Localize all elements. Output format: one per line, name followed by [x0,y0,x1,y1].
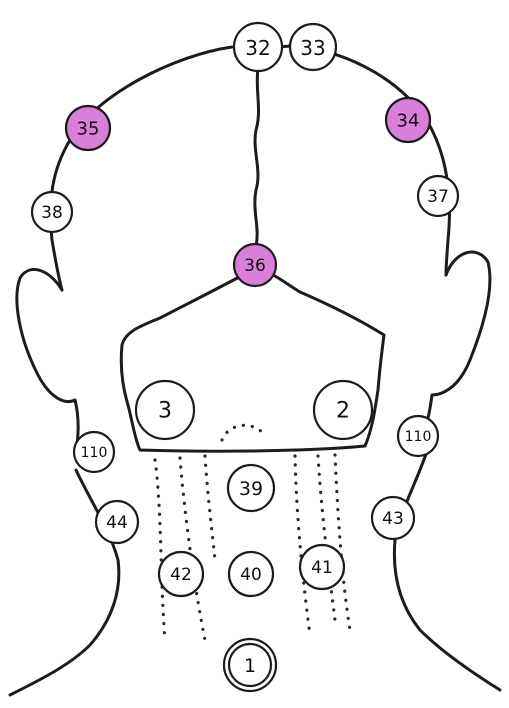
right-ear [425,252,490,430]
point-label: 1 [244,655,256,677]
dotted-line-5 [318,456,335,620]
point-label: 38 [41,203,63,223]
point-marker-33: 33 [290,24,336,70]
point-marker-1: 1 [224,639,276,691]
point-marker-44: 44 [96,501,138,543]
dotted-line-2 [180,458,205,640]
point-label: 43 [382,509,404,529]
point-marker-37: 37 [418,176,458,216]
point-marker-36: 36 [234,244,276,286]
neck-left [10,470,119,695]
point-marker-41: 41 [300,545,344,589]
point-marker-40: 40 [229,552,273,596]
midline [255,68,259,246]
point-marker-42: 42 [159,552,203,596]
dotted-line-3 [205,456,215,560]
point-marker-3: 3 [136,381,194,439]
point-marker-39: 39 [228,465,274,511]
point-marker-35: 35 [66,106,110,150]
scalp-arc-left [51,47,232,290]
point-label: 37 [427,187,449,207]
suboccipital-arc [222,425,262,440]
point-label: 110 [405,429,432,445]
point-label: 42 [170,565,192,585]
point-label: 35 [77,119,100,140]
point-label: 2 [336,399,350,424]
point-marker-34: 34 [386,98,430,142]
scalp-arc-right [290,45,449,275]
point-label: 32 [245,36,270,60]
point-marker-110l: 110 [74,432,114,472]
point-label: 44 [106,513,128,533]
point-label: 34 [397,111,420,132]
dotted-line-4 [295,456,310,635]
point-label: 39 [239,478,263,500]
point-label: 3 [158,399,172,424]
point-marker-43: 43 [372,497,414,539]
point-label: 40 [240,565,262,585]
left-ear [17,269,78,450]
point-label: 41 [311,558,333,578]
point-marker-110r: 110 [398,416,438,456]
point-label: 33 [300,36,325,60]
dotted-line-6 [335,455,350,630]
point-marker-2: 2 [314,381,372,439]
dotted-line-1 [155,460,165,640]
point-label: 36 [244,256,266,276]
point-label: 110 [81,445,108,461]
point-marker-32: 32 [234,23,282,71]
point-marker-38: 38 [32,192,72,232]
neck-right [394,448,500,690]
